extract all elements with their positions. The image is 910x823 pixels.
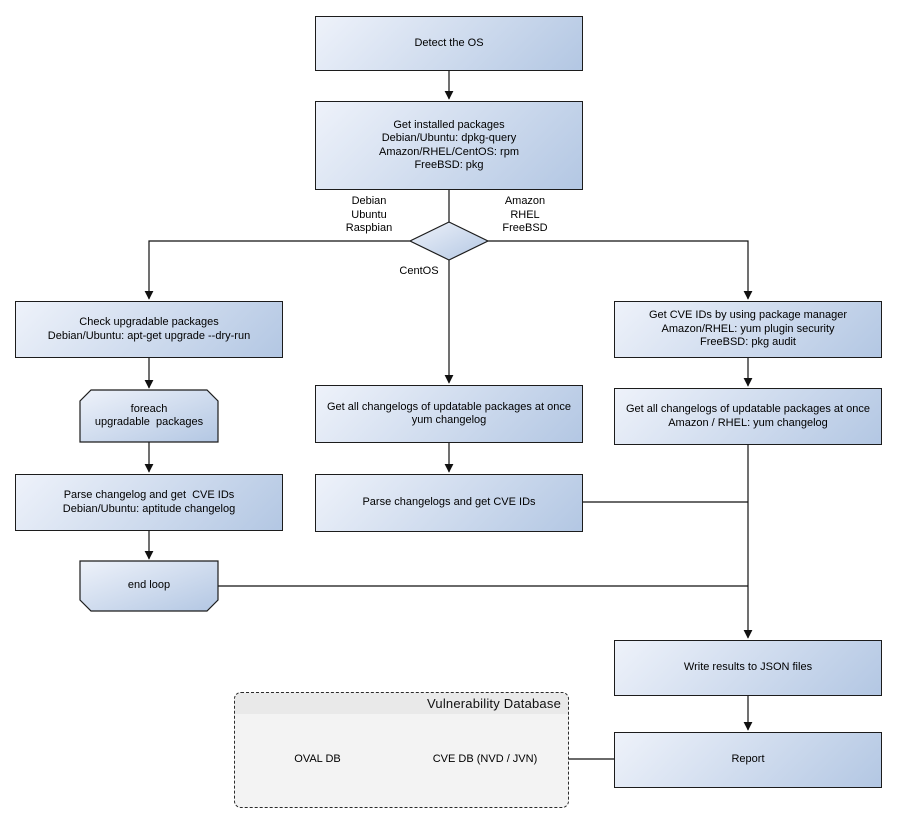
node-check-upgradable-packages: Check upgradable packages Debian/Ubuntu:…: [15, 301, 283, 358]
node-foreach-loop-label: foreach upgradable packages: [94, 402, 204, 429]
node-get-changelogs-amazon-rhel: Get all changelogs of updatable packages…: [614, 388, 882, 445]
node-report: Report: [614, 732, 882, 788]
node-end-loop-label: end loop: [127, 579, 171, 592]
vulnerability-database-title: Vulnerability Database: [427, 696, 561, 711]
decision-os-diamond: [408, 221, 490, 261]
node-foreach-loop-shape: [79, 389, 219, 443]
edge-label-debian-branch: Debian Ubuntu Raspbian: [345, 195, 393, 234]
connector-decision-left-branch: [144, 240, 410, 300]
connector-decision-right-branch: [488, 240, 753, 300]
node-get-installed-packages: Get installed packages Debian/Ubuntu: dp…: [315, 101, 583, 190]
edge-label-centos: CentOS: [399, 265, 439, 277]
vulnerability-database-header: [235, 693, 568, 714]
oval-db-label: OVAL DB: [294, 753, 341, 766]
cve-db-label: CVE DB (NVD / JVN): [432, 753, 538, 766]
vulnerability-database-container: Vulnerability Database: [234, 692, 569, 808]
node-write-results-json: Write results to JSON files: [614, 640, 882, 696]
node-detect-os: Detect the OS: [315, 16, 583, 71]
node-get-changelogs-centos: Get all changelogs of updatable packages…: [315, 385, 583, 443]
edge-label-amazon-branch: Amazon RHEL FreeBSD: [502, 195, 548, 234]
node-get-cve-ids-package-manager: Get CVE IDs by using package manager Ama…: [614, 301, 882, 358]
node-end-loop-shape: [79, 560, 219, 612]
node-parse-changelog-deb: Parse changelog and get CVE IDs Debian/U…: [15, 474, 283, 531]
node-parse-changelogs-centos: Parse changelogs and get CVE IDs: [315, 474, 583, 532]
